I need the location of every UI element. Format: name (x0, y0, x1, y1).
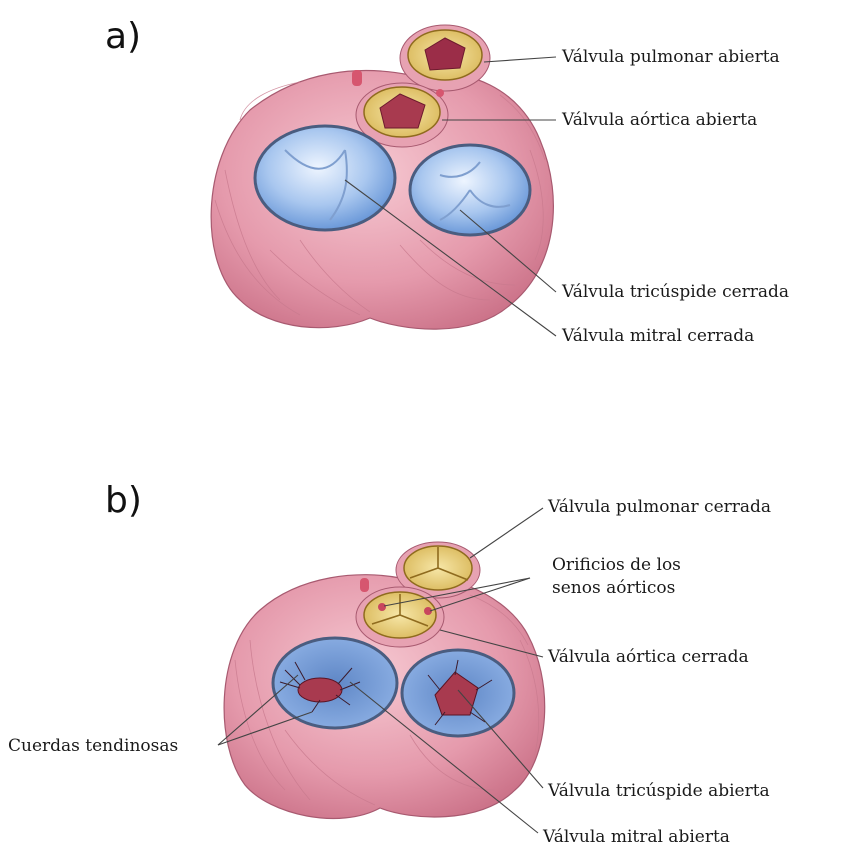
mitral-orifice (298, 678, 342, 702)
label-a-pulmonary: Válvula pulmonar abierta (561, 47, 780, 67)
leader-a-pulmonary (484, 57, 556, 62)
label-b-pulmonary: Válvula pulmonar cerrada (547, 497, 771, 517)
label-b-chordae: Cuerdas tendinosas (8, 736, 178, 756)
panel-b-letter: b) (105, 480, 142, 521)
label-a-aortic: Válvula aórtica abierta (561, 110, 757, 130)
label-b-aortic: Válvula aórtica cerrada (547, 647, 749, 667)
coronary-stub-a (352, 70, 362, 86)
label-b-tricuspid: Válvula tricúspide abierta (547, 781, 770, 801)
mitral-valve-closed (255, 126, 395, 230)
coronary-dot-a (436, 89, 444, 97)
label-a-tricuspid: Válvula tricúspide cerrada (561, 282, 789, 302)
aortic-sinus-orifice-left (378, 603, 386, 611)
label-b-sinus-line1: Orificios de los (552, 555, 681, 575)
label-b-mitral: Válvula mitral abierta (542, 827, 730, 847)
panel-b: b) (8, 480, 771, 847)
panel-a: a) (105, 16, 789, 346)
panel-a-letter: a) (105, 16, 141, 57)
label-a-mitral: Válvula mitral cerrada (561, 326, 754, 346)
label-b-sinus-line2: senos aórticos (552, 578, 675, 598)
leader-b-pulmonary (470, 508, 543, 558)
coronary-stub-b (360, 578, 369, 592)
